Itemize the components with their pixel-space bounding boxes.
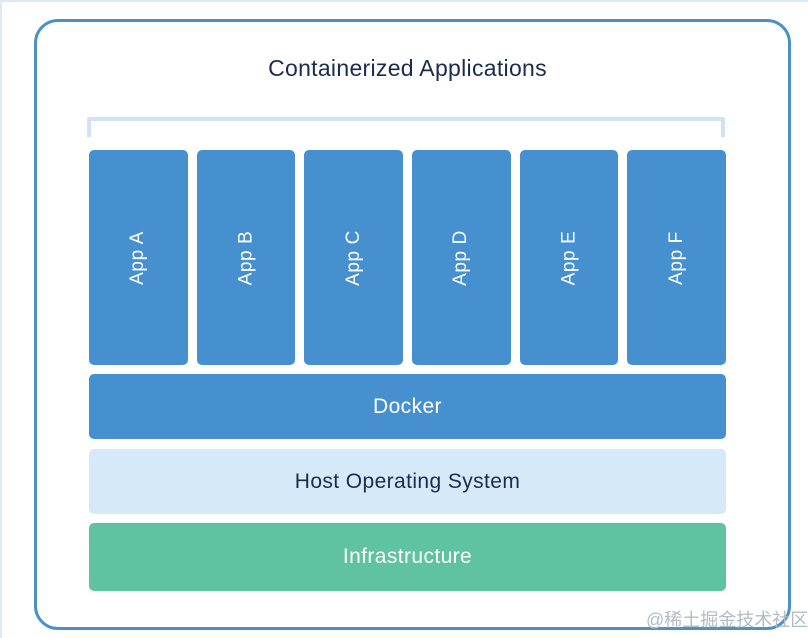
infrastructure-layer: Infrastructure [89, 523, 726, 591]
app-box-d: App D [412, 150, 511, 365]
watermark: @稀土掘金技术社区 [646, 610, 808, 630]
docker-layer-label: Docker [373, 394, 442, 418]
app-label: App E [558, 230, 580, 285]
app-label: App B [235, 230, 257, 285]
app-label: App F [665, 230, 687, 285]
host-os-layer: Host Operating System [89, 449, 726, 514]
docker-layer: Docker [89, 374, 726, 439]
diagram-title: Containerized Applications [268, 55, 547, 81]
app-box-b: App B [196, 150, 296, 365]
app-label: App D [450, 229, 472, 286]
apps-bracket [87, 117, 725, 137]
infrastructure-layer-label: Infrastructure [342, 545, 473, 568]
app-box-c: App C [304, 150, 404, 365]
page-left-edge-line [0, 0, 2, 638]
host-os-layer-label: Host Operating System [294, 469, 521, 493]
app-box-a: App A [89, 150, 188, 365]
app-box-e: App E [519, 150, 619, 365]
page-top-edge-line [0, 0, 808, 2]
app-label: App C [342, 229, 364, 286]
app-box-f: App F [627, 150, 727, 365]
apps-row: App A App B App C App D App E App F [89, 150, 727, 365]
app-label: App A [127, 230, 149, 285]
